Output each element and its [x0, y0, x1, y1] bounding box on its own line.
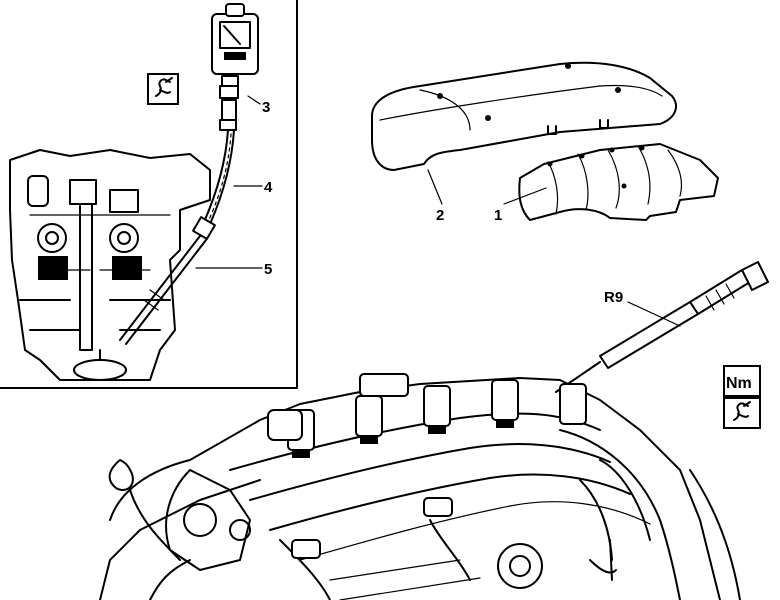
torque-label: Nm: [726, 375, 752, 392]
callout-3: 3: [262, 99, 270, 116]
inset-panel: [0, 0, 298, 389]
callout-4: 4: [264, 179, 273, 196]
leader-lines: [195, 95, 681, 327]
compression-gauge: [211, 3, 259, 131]
special-tool-icon-right: [723, 397, 761, 429]
callout-r9: R9: [604, 289, 623, 306]
special-tool-icon: [147, 73, 179, 105]
callout-5: 5: [264, 261, 272, 278]
callout-2: 2: [436, 207, 444, 224]
main-engine-assembly: [99, 373, 741, 600]
upper-engine-cover: [371, 61, 677, 171]
lower-engine-cover: [518, 143, 719, 221]
callout-1: 1: [494, 207, 502, 224]
torque-symbol: [723, 365, 761, 397]
glow-plug-adapter: [119, 216, 216, 345]
test-hose: [203, 129, 235, 225]
glow-plug: [555, 261, 769, 393]
inset-engine-block: [9, 149, 211, 381]
